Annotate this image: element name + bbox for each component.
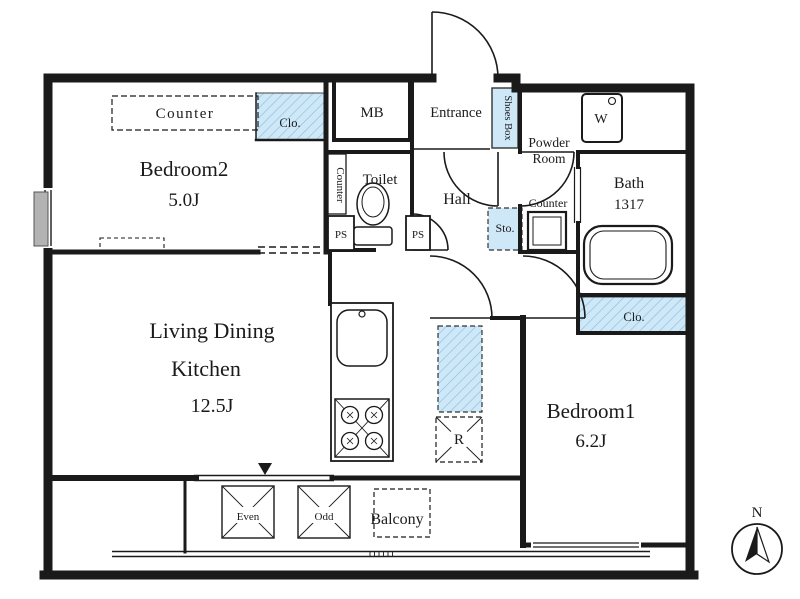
hall-ldk-door: [429, 255, 493, 319]
bath-size: 1317: [614, 197, 645, 213]
entrance-hall-door: [443, 151, 499, 207]
storage-label: Sto.: [495, 221, 514, 235]
ac-spot-even-label: Even: [237, 511, 260, 523]
pipe-space-left-label: PS: [335, 229, 347, 241]
balcony-rail: [112, 550, 650, 558]
balcony-label: Balcony: [370, 511, 423, 528]
pantry-area: [437, 325, 483, 413]
ldk-name-1: Living Dining: [149, 318, 274, 343]
compass: [731, 523, 783, 575]
pipe-space-right-label: PS: [412, 229, 424, 241]
hall-label: Hall: [443, 191, 471, 208]
entrance-door: [431, 11, 499, 79]
powder-room-door: [519, 151, 575, 207]
entrance-label: Entrance: [430, 105, 482, 121]
bedroom2-name: Bedroom2: [140, 157, 229, 181]
shoes-box-area: [491, 87, 519, 149]
balcony-dashed-spot: [373, 488, 431, 538]
washer-label: W: [594, 112, 608, 127]
bedroom1-door: [522, 255, 586, 319]
fridge-spot: [435, 416, 483, 463]
fridge-label: R: [454, 432, 464, 448]
compass-needle-dark: [745, 527, 757, 562]
closet-bedroom1-label: Clo.: [623, 310, 644, 324]
kitchen-faucet: [358, 310, 366, 318]
window-bedroom1-bottom: [533, 542, 639, 548]
toilet-tank: [353, 226, 393, 246]
bedroom2-size: 5.0J: [168, 190, 199, 211]
counter-bedroom2-outline: [111, 95, 259, 131]
bath-sliding-door: [573, 167, 582, 223]
storage-area: [487, 207, 523, 251]
powder-room-label-2: Room: [532, 151, 566, 166]
fixtures: [111, 93, 674, 463]
counter-powder-label: Counter: [529, 196, 568, 210]
counter-toilet-label: Counter: [334, 167, 346, 203]
bedroom1-size: 6.2J: [575, 431, 606, 452]
washer-pan: [581, 93, 623, 143]
ldk-size: 12.5J: [191, 395, 234, 417]
toilet-label: Toilet: [363, 172, 399, 188]
closet-bedroom2-area: [255, 92, 325, 141]
closet-bedroom2-label: Clo.: [279, 116, 300, 130]
under-window-storage: [99, 237, 165, 253]
ac-spot-odd-box: [297, 485, 351, 539]
counter-toilet-outline: [327, 153, 347, 215]
counter-bedroom2-label: Counter: [156, 106, 215, 122]
bathtub-inner: [589, 230, 667, 280]
balcony-drain-ticks: [369, 551, 393, 557]
walls: [39, 73, 699, 580]
meter-box-label: MB: [360, 105, 383, 121]
bedroom1-name: Bedroom1: [547, 399, 636, 423]
washer-drain: [607, 96, 617, 106]
window-marker: [258, 463, 272, 475]
outer-wall-left-top: [43, 73, 437, 580]
outer-wall-right: [493, 73, 695, 580]
shoes-box-label: Shoes Box: [502, 95, 513, 141]
window-ldk-balcony: [194, 474, 334, 482]
powder-room-label-1: Powder: [528, 135, 570, 150]
bath-name: Bath: [614, 175, 644, 192]
sliding-door-bedroom2: [258, 246, 326, 254]
ac-spot-odd-label: Odd: [315, 511, 334, 523]
toilet-bowl-inner: [361, 186, 385, 218]
kitchen-sink: [336, 309, 388, 367]
compass-north-label: N: [752, 505, 763, 521]
labels: Counter Clo. MB Entrance Shoes Box Powde…: [140, 95, 763, 528]
ac-spot-even-box: [221, 485, 275, 539]
ldk-name-2: Kitchen: [171, 356, 241, 381]
balcony-partition: [33, 191, 49, 247]
compass-needle-light: [756, 526, 771, 564]
pipe-space-left-box: [327, 215, 355, 251]
pipe-space-right-box: [405, 215, 431, 251]
